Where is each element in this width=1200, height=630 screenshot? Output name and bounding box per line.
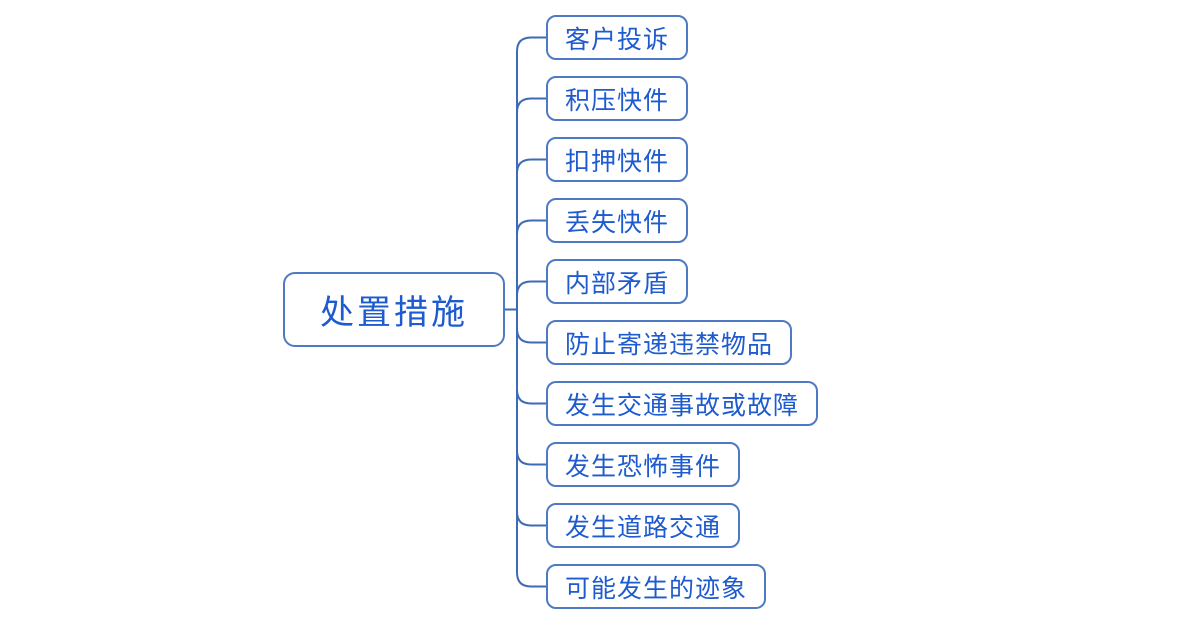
connector-path [516, 308, 547, 588]
connector-path [516, 158, 547, 311]
child-node-6[interactable]: 防止寄递违禁物品 [546, 320, 793, 365]
child-node-4[interactable]: 丢失快件 [546, 198, 689, 243]
connector-path [516, 308, 547, 405]
child-node-2[interactable]: 积压快件 [546, 76, 689, 121]
child-node-label: 扣押快件 [565, 148, 670, 176]
child-node-5[interactable]: 内部矛盾 [546, 259, 689, 304]
child-node-label: 丢失快件 [565, 209, 670, 237]
connector-path [516, 97, 547, 311]
child-node-label: 可能发生的迹象 [565, 575, 748, 603]
child-node-label: 发生道路交通 [565, 514, 722, 542]
connector-path [516, 308, 547, 344]
connector-path [516, 308, 547, 527]
child-node-label: 发生交通事故或故障 [565, 392, 800, 420]
connector-path [516, 280, 547, 311]
connector-path [516, 308, 547, 466]
child-node-label: 内部矛盾 [565, 270, 670, 298]
root-node-label: 处置措施 [320, 295, 468, 332]
child-node-7[interactable]: 发生交通事故或故障 [546, 381, 819, 426]
child-node-label: 客户投诉 [565, 26, 670, 54]
child-node-label: 防止寄递违禁物品 [565, 331, 774, 359]
child-node-9[interactable]: 发生道路交通 [546, 503, 741, 548]
child-node-1[interactable]: 客户投诉 [546, 15, 689, 60]
connector-path [516, 219, 547, 311]
child-node-8[interactable]: 发生恐怖事件 [546, 442, 741, 487]
child-node-10[interactable]: 可能发生的迹象 [546, 564, 767, 609]
root-node[interactable]: 处置措施 [283, 272, 505, 347]
child-node-3[interactable]: 扣押快件 [546, 137, 689, 182]
connector-path [516, 36, 547, 311]
child-node-label: 发生恐怖事件 [565, 453, 722, 481]
child-node-label: 积压快件 [565, 87, 670, 115]
